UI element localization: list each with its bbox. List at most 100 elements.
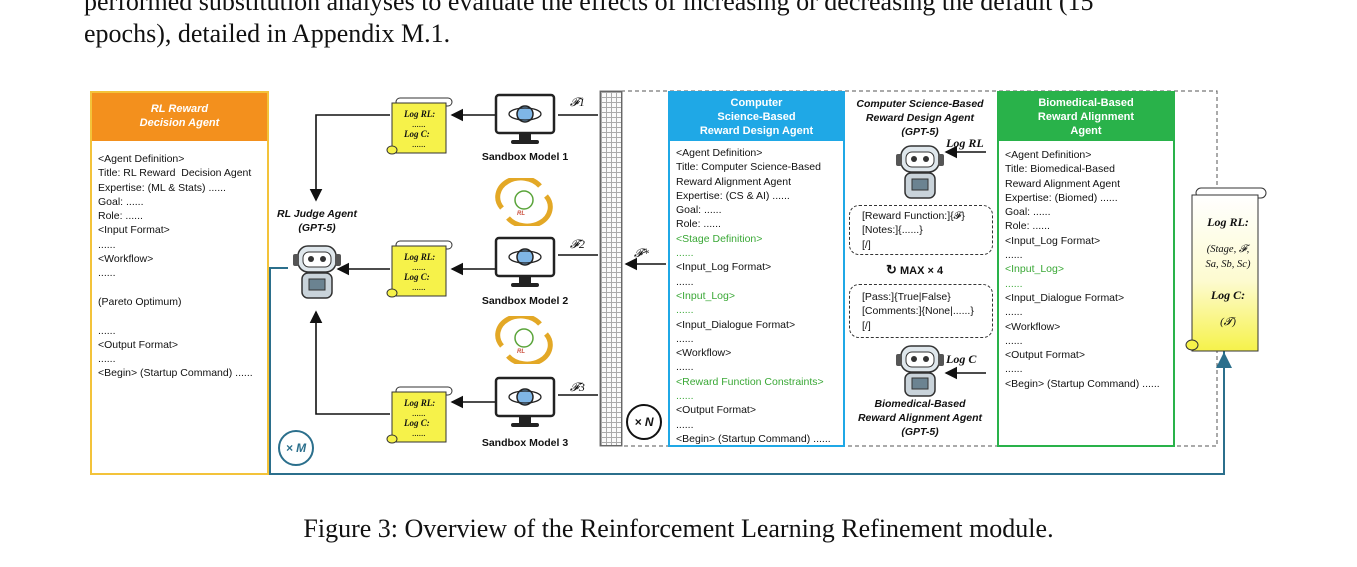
decision-line	[98, 309, 263, 323]
cs-line: ......	[676, 247, 694, 260]
grid-strip	[600, 91, 622, 446]
figure-caption: Figure 3: Overview of the Reinforcement …	[303, 514, 1054, 543]
cs-line: <Reward Function Constraints>	[676, 375, 824, 388]
decision-line: <Input Format>	[98, 224, 170, 237]
final-log-c-content: (𝓣)	[1220, 316, 1236, 328]
cs-line: <Input_Log Format>	[676, 261, 772, 274]
f3-label: 𝓕3	[570, 380, 585, 394]
cs-title-3: Reward Design Agent	[699, 125, 814, 137]
bio-line: <Agent Definition>	[1005, 149, 1092, 161]
sandbox-model-2: Sandbox Model 2	[481, 295, 569, 307]
rl-badge-1: RL	[517, 211, 525, 217]
loop-m-icon: × M	[278, 430, 314, 466]
bio-line: <Input_Log>	[1005, 263, 1064, 276]
bio-line: <Input_Log Format>	[1005, 234, 1101, 247]
bio-agent-header: Biomedical-Based Reward Alignment Agent	[999, 93, 1173, 141]
cs-line: ......	[676, 332, 694, 345]
cs-line: ......	[676, 418, 694, 431]
log-rl-label: Log RL	[946, 136, 984, 150]
log-scroll-2: Log RL: ...... Log C: ......	[382, 238, 454, 300]
loop-n-icon: × N	[626, 404, 662, 440]
bio-line: Goal: ......	[1005, 206, 1051, 219]
log-scroll-1: Log RL: ...... Log C: ......	[382, 95, 454, 157]
cs-robot-icon	[896, 145, 944, 199]
bio-line: ......	[1005, 306, 1023, 319]
bio-line: <Begin> (Startup Command) ......	[1005, 377, 1160, 390]
fstar-label: 𝓕*	[634, 246, 649, 260]
pass-box-line-3: [/]	[862, 319, 871, 332]
loop-n-label: × N	[634, 415, 654, 429]
pass-box: [Pass:]{True|False} [Comments:]{None|...…	[849, 284, 993, 338]
decision-line: Role: ......	[98, 210, 143, 223]
decision-agent-box: RL Reward Decision Agent <Agent Definiti…	[90, 91, 269, 475]
final-log-rl: Log RL:	[1207, 215, 1249, 229]
monitor-1-icon	[494, 93, 556, 144]
decision-line: <Output Format>	[98, 338, 178, 351]
cs-line: <Stage Definition>	[676, 232, 763, 245]
bio-agent-body: <Agent Definition> Title: Biomedical-Base…	[1005, 148, 1169, 391]
decision-line: Goal: ......	[98, 195, 144, 208]
decision-line: ......	[98, 353, 116, 366]
monitor-2-icon	[494, 236, 556, 287]
scroll-1-dots-2: ......	[412, 139, 426, 149]
reward-box-line-1: [Reward Function:]{𝓕}	[862, 210, 965, 222]
reward-box-line-2: [Notes:]{......}	[862, 224, 923, 237]
decision-line: ......	[98, 267, 116, 280]
scroll-3-dots-2: ......	[412, 428, 426, 438]
paragraph-line-1: performed substitution analyses to evalu…	[84, 0, 1094, 16]
final-scroll-icon	[1185, 187, 1267, 352]
cs-line: ......	[676, 275, 694, 288]
bio-align-agent-model: (GPT-5)	[901, 426, 939, 438]
cs-line: Role: ......	[676, 218, 721, 231]
rl-cycle-icon-2	[495, 316, 553, 364]
cs-line: <Begin> (Startup Command) ......	[676, 432, 831, 445]
cs-agent-header: Computer Science-Based Reward Design Age…	[670, 93, 843, 141]
cs-line: <Agent Definition>	[676, 147, 763, 159]
cs-title-1: Computer	[730, 97, 783, 109]
scroll-2-dots-1: ......	[412, 262, 426, 272]
decision-agent-title-2: Decision Agent	[139, 117, 220, 129]
cs-agent-body: <Agent Definition> Title: Computer Scienc…	[676, 146, 839, 446]
cs-line: Goal: ......	[676, 204, 722, 217]
cs-line: <Workflow>	[676, 347, 732, 360]
cs-design-agent-name-2: Reward Design Agent	[865, 112, 975, 124]
decision-line: Expertise: (ML & Stats) ......	[98, 181, 226, 194]
bio-line: Title: Biomedical-Based	[1005, 163, 1115, 176]
cs-design-agent-model: (GPT-5)	[901, 126, 939, 138]
bio-agent-box: Biomedical-Based Reward Alignment Agent …	[997, 91, 1175, 447]
judge-robot-icon	[293, 245, 341, 299]
cs-title-2: Science-Based	[717, 111, 796, 123]
bio-line: Reward Alignment Agent	[1005, 177, 1120, 190]
cs-line: <Input_Log>	[676, 289, 735, 302]
bio-line: <Input_Dialogue Format>	[1005, 291, 1125, 304]
final-log-rl-content-1: (Stage, 𝓕,	[1206, 244, 1250, 255]
bio-line: Role: ......	[1005, 220, 1050, 233]
log-c-label: Log C	[946, 352, 977, 366]
cs-line: <Input_Dialogue Format>	[676, 318, 796, 331]
decision-line: Title: RL Reward Decision Agent	[98, 167, 252, 180]
bio-title-2: Reward Alignment	[1037, 111, 1135, 123]
bio-line: ......	[1005, 277, 1023, 290]
sandbox-model-3: Sandbox Model 3	[481, 437, 569, 449]
cs-agent-box: Computer Science-Based Reward Design Age…	[668, 91, 845, 447]
reward-box-line-3: [/]	[862, 238, 871, 251]
cs-line: Expertise: (CS & AI) ......	[676, 189, 790, 202]
decision-line: <Begin> (Startup Command) ......	[98, 367, 253, 380]
decision-line: ......	[98, 324, 116, 337]
scroll-2-dots-2: ......	[412, 282, 426, 292]
scroll-3-log-c: Log C:	[404, 418, 430, 428]
scroll-2-log-c: Log C:	[404, 272, 430, 282]
bio-title-3: Agent	[1070, 125, 1102, 137]
bio-title-1: Biomedical-Based	[1038, 97, 1134, 109]
cs-line: <Output Format>	[676, 404, 756, 417]
final-log-c: Log C:	[1210, 288, 1246, 302]
loop-arrow-icon: ↻	[886, 262, 897, 277]
scroll-3-dots-1: ......	[412, 408, 426, 418]
sandbox-model-1: Sandbox Model 1	[481, 151, 569, 163]
cs-line: Title: Computer Science-Based	[676, 161, 821, 174]
decision-agent-body: <Agent Definition>Title: RL Reward Decis…	[98, 152, 263, 381]
paragraph-line-2: epochs), detailed in Appendix M.1.	[84, 19, 451, 48]
cs-line: ......	[676, 361, 694, 374]
scroll-2-icon	[386, 240, 453, 298]
reward-function-box: [Reward Function:]{𝓕} [Notes:]{......} […	[849, 205, 993, 255]
